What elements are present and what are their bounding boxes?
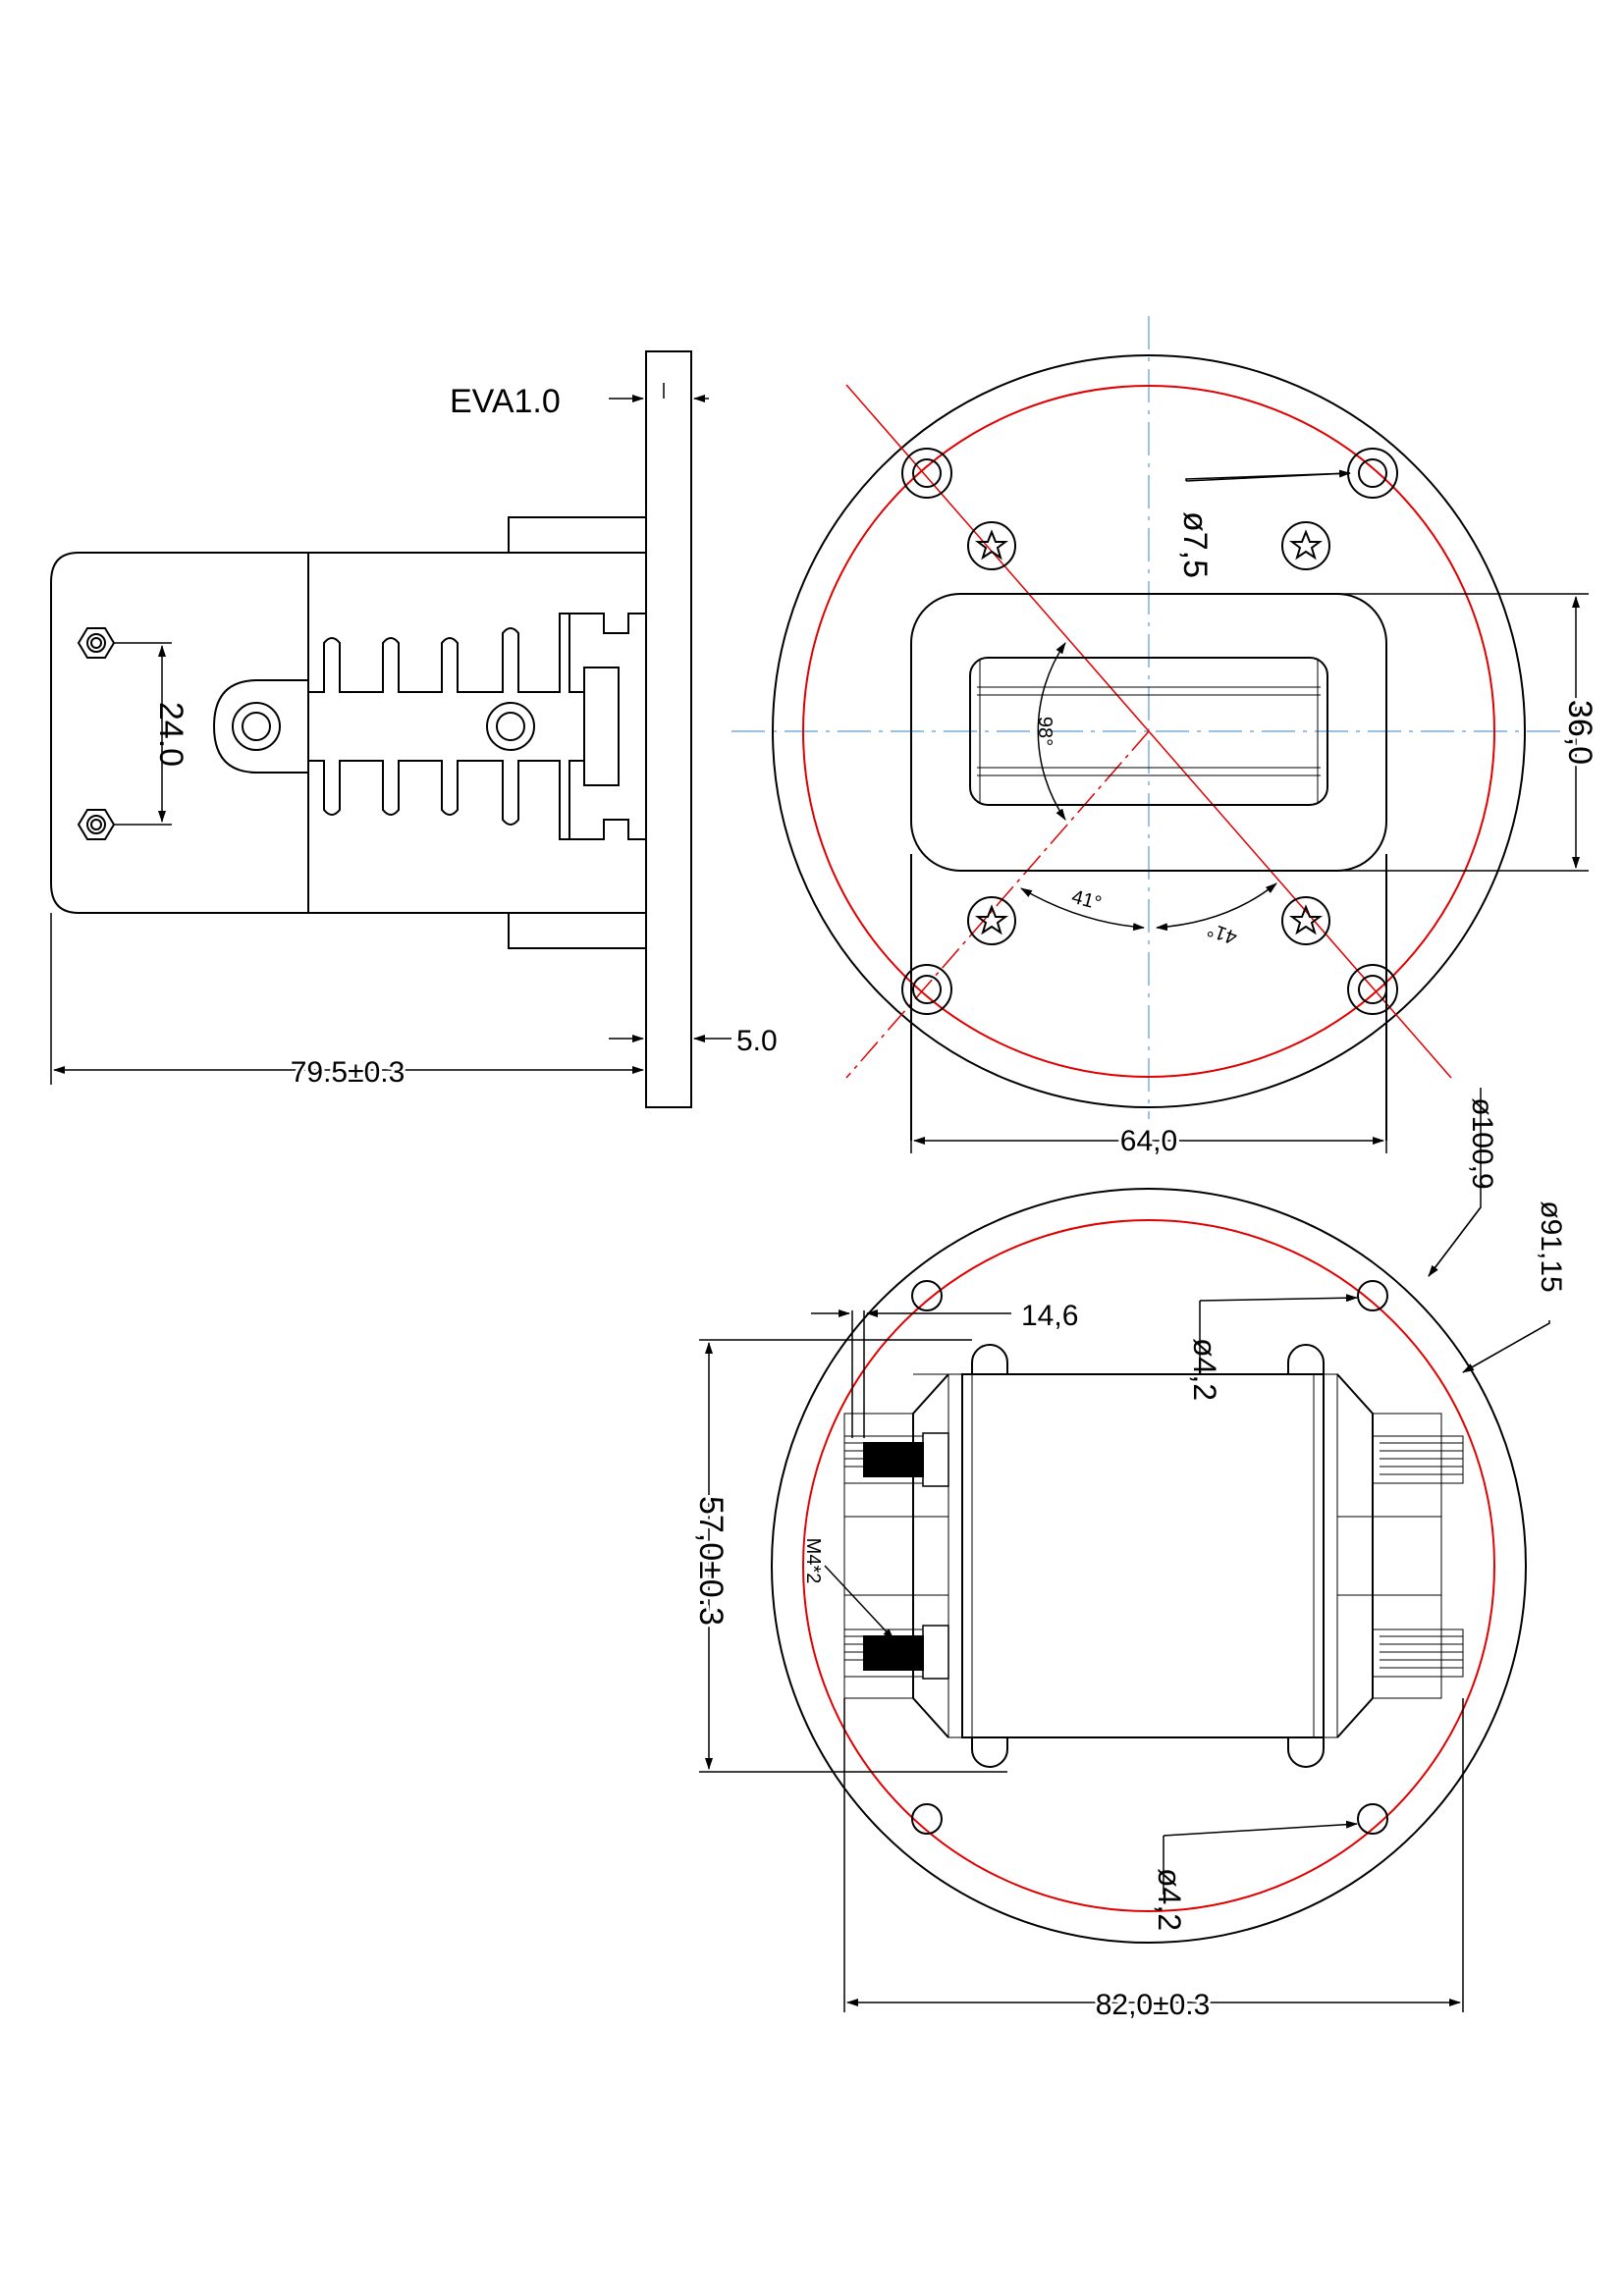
rear-mounting-holes [911, 1280, 1388, 1835]
flange-plate [645, 350, 692, 1108]
front-view-dimensions [910, 469, 1589, 1373]
angle-right-label: 41° [1205, 918, 1240, 948]
hole-diameter-label: ø7,5 [1176, 511, 1214, 578]
rear-hole-top-label: ø4,2 [1187, 1338, 1222, 1401]
rear-height-label: 57,0±0.3 [692, 1496, 730, 1626]
outer-diameter-label: ø100,9 [1466, 1097, 1498, 1189]
ribbon-slot [969, 657, 1328, 806]
rear-view-dimensions [699, 1294, 1464, 2012]
rear-width-label: 82,0±0.3 [1096, 1989, 1211, 2021]
magnet-block [961, 1373, 1325, 1738]
torx-screws [967, 521, 1330, 945]
eva-label: EVA1.0 [450, 383, 561, 420]
hex-nut-top [77, 627, 116, 659]
side-body [50, 552, 647, 914]
left-screws [843, 1432, 949, 1680]
hex-nut-bottom [77, 809, 116, 840]
angle-left-label: 41° [1069, 886, 1104, 915]
side-view-labels: EVA1.0 24.0 79.5±0.3 5.0 [152, 383, 778, 1092]
side-length-label: 79.5±0.3 [291, 1056, 406, 1089]
side-view [50, 350, 692, 1108]
front-plate [910, 593, 1387, 872]
angle-center-label: 98° [1034, 717, 1056, 746]
front-view [731, 316, 1561, 1141]
right-connectors [1372, 1435, 1464, 1678]
pcd-diameter-label: ø91,15 [1535, 1201, 1567, 1292]
front-pcd-circle [802, 385, 1495, 1078]
front-width-label: 64,0 [1120, 1125, 1177, 1157]
flange-thickness-label: 5.0 [736, 1025, 778, 1057]
side-height-label: 24.0 [152, 702, 189, 767]
rear-view-labels: 14,6 ø4,2 ø4,2 57,0±0.3 82,0±0.3 M4*2 [689, 1300, 1222, 2024]
front-view-labels: ø7,5 36,0 64,0 ø100,9 ø91,15 98° 41° 41° [1034, 511, 1601, 1293]
rear-hole-bottom-label: ø4,2 [1152, 1868, 1187, 1931]
front-outer-circle [772, 354, 1526, 1108]
front-height-label: 36,0 [1561, 700, 1598, 765]
rear-outer-circle [771, 1188, 1527, 1944]
rear-view [771, 1188, 1527, 1944]
rear-pcd-circle [802, 1219, 1495, 1912]
thread-label: M4*2 [802, 1538, 824, 1584]
offset-label: 14,6 [1021, 1300, 1078, 1332]
side-view-dimensions [50, 383, 731, 1107]
